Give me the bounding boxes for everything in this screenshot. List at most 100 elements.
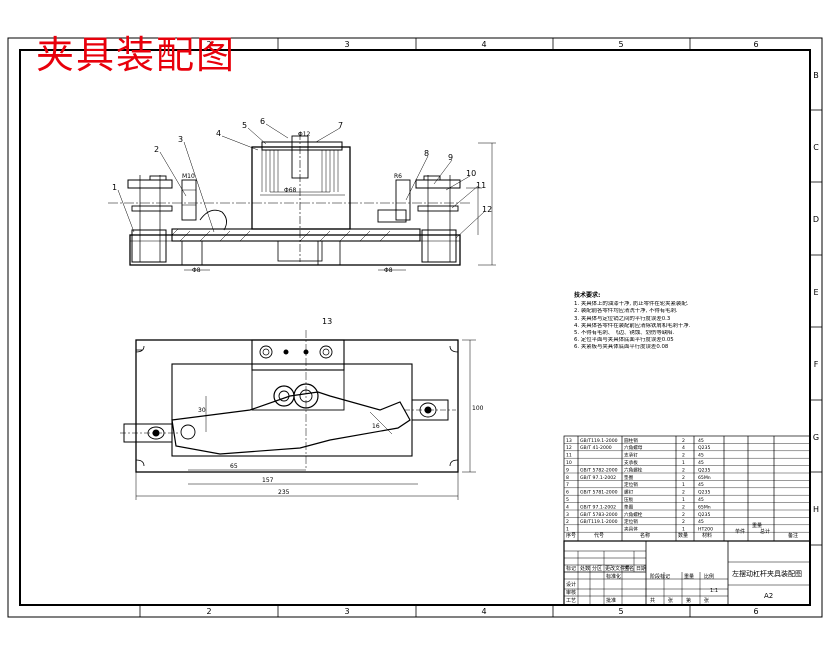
bom-cell: 2 — [566, 519, 569, 525]
tb-r3-c4: 张 — [668, 597, 673, 604]
zone-right-d: D — [813, 215, 819, 224]
bom-cell: GB/T 41-2000 — [580, 445, 612, 451]
dim-d68: Φ68 — [284, 187, 297, 194]
tb-header-material: 材料 — [702, 532, 712, 539]
bom-cell: 2 — [682, 475, 685, 481]
dim-r: R6 — [394, 173, 402, 180]
bom-cell: 1 — [682, 497, 685, 503]
zone-right-h: H — [813, 505, 819, 514]
dim-157: 157 — [262, 477, 274, 484]
bom-cell: GB/T 97.1-2002 — [580, 475, 616, 481]
bom-cell: 定位销 — [624, 518, 638, 525]
dim-16: 16 — [372, 423, 380, 430]
dim-100: 100 — [472, 405, 484, 412]
zone-bottom-3: 3 — [344, 607, 349, 616]
drawing-title: 夹具装配图 — [36, 33, 237, 77]
sheet-size: A2 — [764, 592, 773, 600]
bom-cell: 9 — [566, 467, 569, 473]
front-base-plate — [129, 234, 461, 266]
bom-cell: 2 — [682, 467, 685, 473]
bom-cell: GB/T119.1-2000 — [580, 519, 618, 525]
bom-cell: 4 — [566, 504, 569, 510]
balloon-9: 9 — [448, 153, 453, 162]
zone-top-5: 5 — [618, 40, 623, 49]
tb-r2-c3: 阶段标记 — [650, 573, 670, 580]
balloon-6: 6 — [260, 117, 265, 126]
bom-cell: 六角螺栓 — [624, 466, 643, 473]
bom-cell: Q235 — [698, 467, 710, 473]
tb-weight: 重量 — [752, 522, 762, 529]
tb-r1-c2: 分区 — [592, 565, 602, 572]
bom-cell: Q235 — [698, 512, 710, 518]
zone-top-2: 2 — [206, 40, 211, 49]
front-dimension-texts: Φ12 Φ68 Φ8 Φ8 M10 R6 — [182, 131, 402, 274]
dim-235: 235 — [278, 489, 290, 496]
bom-cell: 45 — [698, 497, 704, 503]
bom-cell: 2 — [682, 519, 685, 525]
bom-cell: 圆柱销 — [624, 437, 638, 444]
dim-30: 30 — [198, 407, 206, 414]
bom-cell: HT200 — [698, 527, 713, 533]
bom-cell: 2 — [682, 453, 685, 459]
bom-cell: 13 — [566, 438, 572, 444]
top-view — [120, 330, 476, 500]
note-7: 6. 夹紧板与夹具体底面平行度误差0.08 — [574, 344, 669, 351]
dim-d8-right: Φ8 — [384, 267, 393, 274]
notes-heading: 技术要求: — [574, 292, 601, 299]
dim-d12: Φ12 — [298, 131, 311, 138]
zone-right-c: C — [813, 143, 819, 152]
bom-cell: 10 — [566, 460, 572, 466]
tb-r1-c4: 签名 — [624, 565, 634, 572]
tb-r3-c3: 共 — [650, 597, 655, 604]
tb-r2-c4: 重量 — [684, 573, 694, 580]
tb-scale: 1:1 — [710, 588, 718, 594]
note-4: 4. 夹具体各零件在装配前应清除铁屑和毛刺干净. — [574, 322, 691, 329]
tb-r1-c3: 更改文件号 — [605, 565, 630, 572]
bom-cell: GB/T 5782-2000 — [580, 467, 618, 473]
tb-header-unit: 单件 — [735, 528, 745, 535]
note-1: 1. 夹具体上的油漆干净, 防止零件在轮夹紧装配. — [574, 301, 689, 308]
bom-cell: 1 — [682, 460, 685, 466]
bom-cell: 压板 — [624, 496, 634, 503]
dim-d8-left: Φ8 — [192, 267, 201, 274]
tb-r2-c0: 设计 — [566, 581, 576, 588]
bom-cell: 2 — [682, 490, 685, 496]
title-block — [563, 540, 811, 606]
zone-right-e: E — [813, 288, 818, 297]
balloon-numbers: 1 2 3 4 5 6 7 8 9 10 11 12 13 — [112, 117, 492, 326]
bom-cell: 2 — [682, 504, 685, 510]
bom-cell: 2 — [682, 438, 685, 444]
bom-cell: 支承板 — [624, 459, 638, 466]
bom-cell: 支承钉 — [624, 452, 638, 459]
bom-cell: Q235 — [698, 490, 710, 496]
zone-labels: 2 3 4 5 6 2 3 4 5 6 B C D E F G H — [206, 40, 819, 616]
tb-header-remark: 备注 — [788, 532, 798, 539]
balloon-7: 7 — [338, 121, 343, 130]
bom-cell: 垫圈 — [624, 503, 634, 510]
inner-frame — [19, 49, 811, 606]
title-block-texts: 序号 代号 名称 数量 材料 单件 总计 备注 重量 标记 处数 分区 更改文件… — [566, 522, 798, 604]
bom-cell: Q235 — [698, 445, 710, 451]
bom-cell: 2 — [682, 512, 685, 518]
note-2: 2. 装配前各零件均应清洗干净, 不得有毛刺. — [574, 308, 678, 315]
bom-cell: 垫圈 — [624, 474, 634, 481]
bom-cell: GB/T119.1-2000 — [580, 438, 618, 444]
note-6: 6. 定位平面与夹具体底面平行度误差0.05 — [574, 337, 674, 344]
zone-ticks-right — [810, 109, 822, 546]
balloon-13: 13 — [322, 317, 332, 326]
zone-top-3: 3 — [344, 40, 349, 49]
tb-header-qty: 数量 — [678, 532, 688, 539]
bom-cell: 45 — [698, 453, 704, 459]
tb-header-total: 总计 — [760, 528, 770, 535]
bom-cell: GB/T 97.1-2002 — [580, 504, 616, 510]
zone-right-b: B — [813, 71, 819, 80]
zone-bottom-4: 4 — [481, 607, 486, 616]
tb-r2-c5: 比例 — [704, 573, 714, 580]
bom-cell: 1 — [566, 527, 569, 533]
bom-cell: 45 — [698, 482, 704, 488]
leader-lines — [117, 123, 485, 239]
balloon-5: 5 — [242, 121, 247, 130]
technical-notes: 技术要求: 1. 夹具体上的油漆干净, 防止零件在轮夹紧装配. 2. 装配前各零… — [574, 292, 774, 352]
zone-right-f: F — [814, 360, 819, 369]
